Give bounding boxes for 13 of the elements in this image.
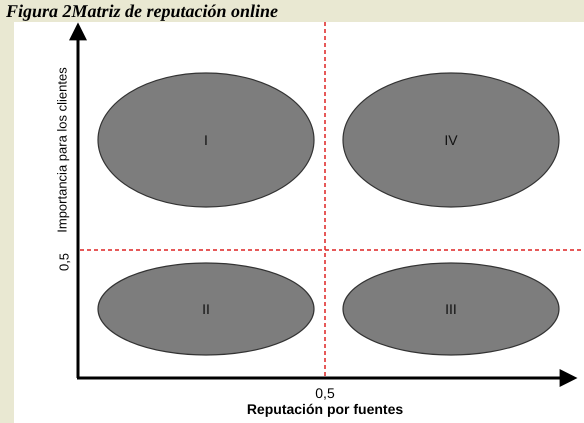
quadrant-label: I [204,132,208,148]
tick-label: 0,5 [315,385,335,401]
quadrant-ellipse [342,262,560,356]
quadrant-label: IV [444,132,458,148]
quadrant-ellipse [342,72,560,208]
quadrant-ellipse [97,262,315,356]
quadrant-label: II [202,301,210,317]
quadrant-ellipse [97,72,315,208]
figure-title: Figura 2Matriz de reputación online [6,0,278,22]
x-axis-title: Reputación por fuentes [246,401,404,417]
tick-label: 0,5 [56,252,72,272]
y-axis-title: Importancia para los clientes [54,67,70,233]
quadrant-label: III [445,301,457,317]
